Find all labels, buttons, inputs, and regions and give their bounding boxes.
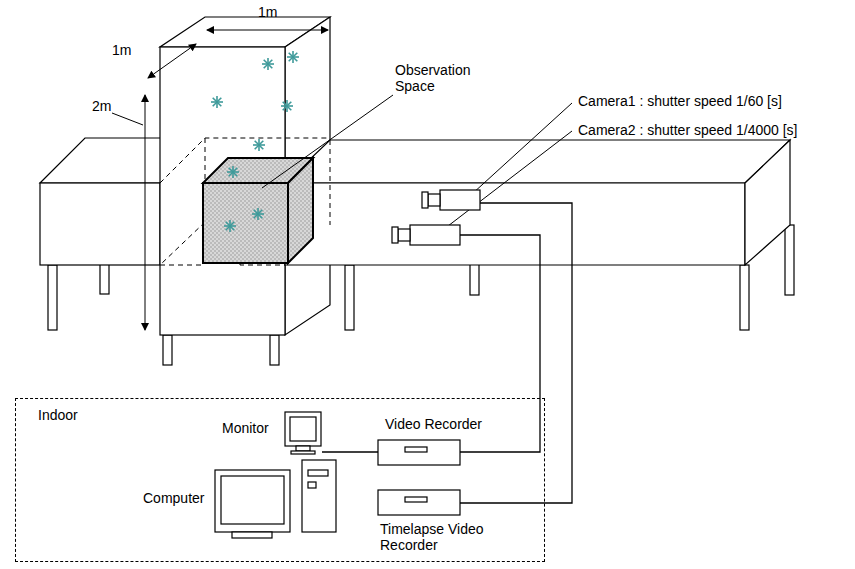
dimension-label: 1m: [112, 42, 131, 58]
observation-space-label: Observation Space: [395, 62, 485, 94]
dimension-label: 1m: [258, 4, 277, 20]
region-label: Indoor: [38, 407, 78, 423]
camera-label: Camera1 : shutter speed 1/60 [s]: [578, 93, 782, 109]
dimension-label: 2m: [92, 98, 111, 114]
equipment-label: Timelapse Video Recorder: [380, 521, 500, 553]
equipment-label: Video Recorder: [385, 416, 482, 432]
equipment-label: Computer: [143, 490, 204, 506]
camera-label: Camera2 : shutter speed 1/4000 [s]: [578, 122, 797, 138]
equipment-label: Monitor: [222, 420, 269, 436]
